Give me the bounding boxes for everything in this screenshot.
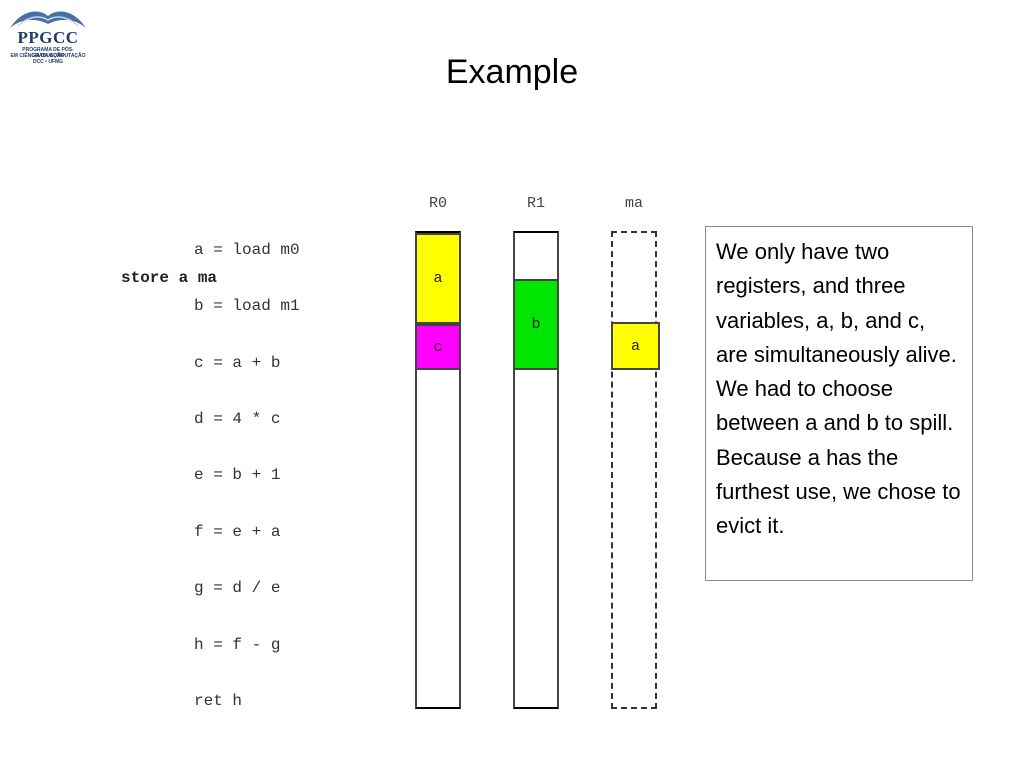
explanation-box: We only have two registers, and three va… (705, 226, 973, 581)
live-range-block-r0-c: c (415, 324, 461, 370)
logo-subtitle-line1: PROGRAMA DE PÓS-GRADUAÇÃO (22, 47, 74, 59)
code-line: c = a + b (194, 354, 281, 372)
block-label: c (433, 338, 443, 356)
spill-slot-block-ma-a: a (611, 322, 660, 370)
column-header-r0: R0 (428, 195, 447, 212)
explanation-text: We only have two registers, and three va… (716, 239, 961, 539)
ppgcc-logo: PPGCC PROGRAMA DE PÓS-GRADUAÇÃO EM CIÊNC… (6, 6, 90, 68)
code-line: g = d / e (194, 579, 281, 597)
slide-title: Example (445, 53, 579, 91)
code-line: a = load m0 (194, 241, 300, 259)
block-label: a (433, 270, 443, 287)
logo-name: PPGCC (17, 28, 79, 47)
block-label: a (630, 337, 640, 355)
block-label: b (531, 316, 541, 333)
code-line: e = b + 1 (194, 466, 281, 484)
logo-subtitle-line2: EM CIÊNCIA DA COMPUTAÇÃO (10, 53, 86, 59)
code-line: f = e + a (194, 523, 281, 541)
code-line: ret h (194, 692, 243, 710)
column-header-r1: R1 (526, 195, 545, 212)
logo-subtitle-line3: DCC • UFMG (32, 59, 64, 65)
code-line-spill-store: store a ma (121, 269, 218, 287)
code-line: d = 4 * c (194, 410, 281, 428)
code-line: h = f - g (194, 636, 281, 654)
code-line: b = load m1 (194, 297, 300, 315)
live-range-block-r0-a: a (415, 233, 461, 324)
live-range-block-r1-b: b (513, 279, 559, 370)
column-header-ma: ma (624, 195, 643, 212)
logo-wing-icon (10, 11, 86, 28)
memory-ma-column (611, 231, 657, 709)
